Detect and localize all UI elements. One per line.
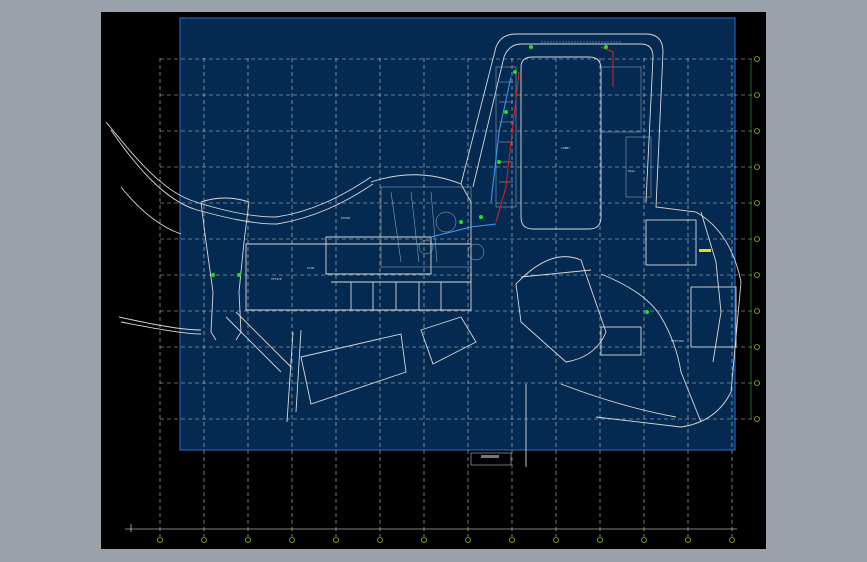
cad-viewport[interactable]: EXHIB STOR OFFICE LOBBY HALL MEETING (101, 12, 766, 549)
mep-lines (211, 45, 711, 314)
grid-bubble-icon (754, 236, 760, 242)
room-labels: EXHIB STOR OFFICE LOBBY HALL MEETING (271, 146, 684, 343)
grid-bubble-icon (754, 164, 760, 170)
grid-lines (159, 58, 755, 537)
grid-bubble-icon (509, 537, 515, 543)
grid-bubble-icon (641, 537, 647, 543)
selection-window (179, 17, 736, 451)
grid-bubble-icon (245, 537, 251, 543)
building-walls (105, 33, 742, 467)
room-label-lobby: LOBBY (561, 146, 570, 150)
grid-bubble-icon (597, 537, 603, 543)
room-label-hall: HALL (628, 169, 635, 173)
room-label-exhib: EXHIB (341, 216, 350, 220)
grid-bubble-icon (201, 537, 207, 543)
grid-bubble-icon (754, 272, 760, 278)
room-label-meeting: MEETING (671, 339, 684, 343)
room-label-office: OFFICE (271, 277, 282, 281)
scale-bar (125, 452, 737, 532)
grid-bubble-icon (754, 380, 760, 386)
grid-bubble-icon (377, 537, 383, 543)
grid-bubble-icon (421, 537, 427, 543)
grid-bubble-icon (754, 92, 760, 98)
grid-bubble-icon (754, 308, 760, 314)
grid-bubble-icon (754, 200, 760, 206)
grid-bubble-icon (729, 537, 735, 543)
grid-bubble-icon (754, 128, 760, 134)
grid-bubbles (157, 56, 760, 543)
grid-bubble-icon (685, 537, 691, 543)
grid-bubble-icon (553, 537, 559, 543)
grid-bubble-icon (754, 344, 760, 350)
grid-bubble-icon (465, 537, 471, 543)
grid-bubble-icon (289, 537, 295, 543)
core-detail (380, 41, 652, 268)
grid-bubble-icon (157, 537, 163, 543)
grid-bubble-icon (754, 416, 760, 422)
floor-plan-drawing[interactable]: EXHIB STOR OFFICE LOBBY HALL MEETING (101, 12, 766, 549)
room-label-stor: STOR (307, 266, 314, 270)
grid-bubble-icon (333, 537, 339, 543)
grid-bubble-icon (754, 56, 760, 62)
